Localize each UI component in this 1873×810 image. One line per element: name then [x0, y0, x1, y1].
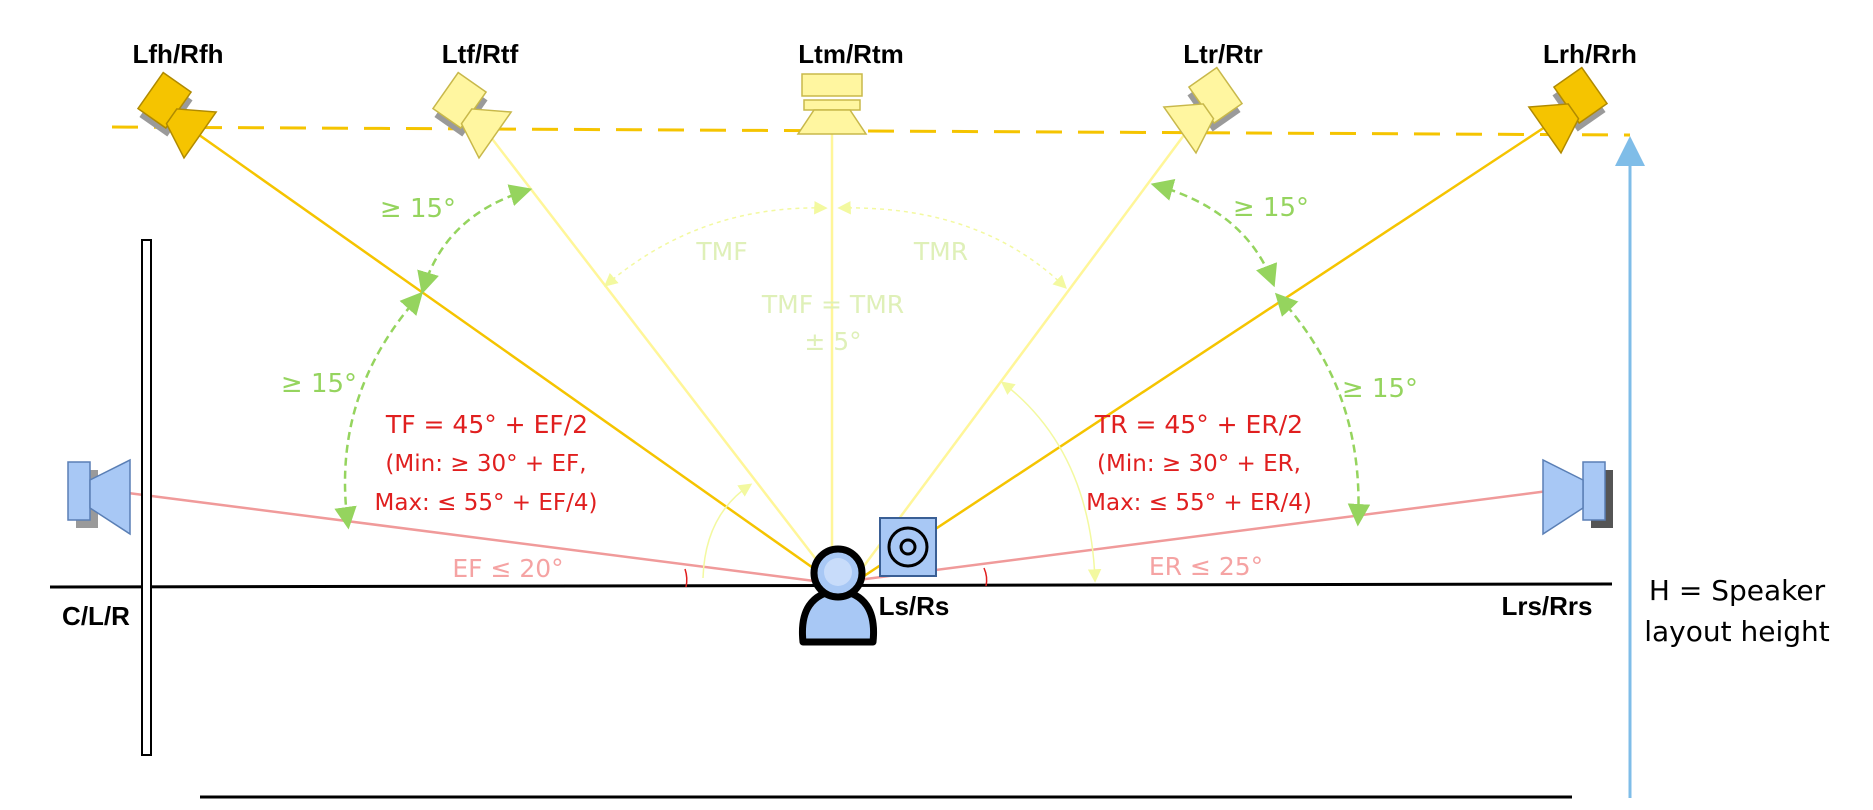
label-min-sep-3: ≥ 15° [1233, 193, 1309, 223]
front-elevation-tick [684, 568, 688, 588]
front-elevation-arc [702, 483, 753, 579]
formula-rear-main: TR = 45° + ER/2 [1094, 410, 1303, 439]
tmr-arc [837, 201, 1067, 289]
label-front: C/L/R [62, 601, 130, 631]
rear-upper-angle-arc [1150, 178, 1278, 288]
formula-front-max: Max: ≤ 55° + EF/4) [375, 490, 598, 516]
rear-ear-line [857, 489, 1549, 582]
label-tmr: TMR [913, 237, 968, 266]
front-speaker-icon[interactable] [67, 458, 131, 536]
label-rear-elevation: ER ≤ 25° [1149, 552, 1263, 581]
rear-elevation-tick [983, 567, 988, 587]
label-rear-height: Lrh/Rrh [1543, 39, 1637, 69]
front-ear-line [127, 491, 831, 585]
label-min-sep-4: ≥ 15° [1342, 374, 1418, 404]
side-speaker-icon[interactable] [879, 517, 937, 577]
label-tmf: TMF [695, 237, 747, 266]
rear-height-line [854, 125, 1546, 584]
front-height-line [184, 123, 834, 584]
label-top-middle: Ltm/Rtm [798, 39, 903, 69]
listener-icon [798, 545, 878, 646]
speaker-height-line [111, 125, 1631, 137]
rear-height-speaker-icon[interactable] [1527, 66, 1615, 155]
label-min-sep-1: ≥ 15° [380, 194, 456, 224]
top-middle-speaker-icon[interactable] [796, 73, 868, 135]
rear-lower-angle-arc [1274, 292, 1371, 527]
front-wall [141, 239, 152, 756]
label-rear-surround: Lrs/Rrs [1501, 591, 1592, 621]
label-top-rear: Ltr/Rtr [1183, 39, 1262, 69]
label-tolerance: ± 5° [804, 327, 861, 356]
height-note-line2: layout height [1644, 615, 1830, 648]
formula-front-main: TF = 45° + EF/2 [385, 410, 588, 439]
top-rear-line [853, 126, 1192, 579]
height-note-line1: H = Speaker [1649, 574, 1826, 607]
top-front-speaker-icon[interactable] [425, 71, 513, 160]
rear-elevation-arc [1000, 381, 1102, 583]
front-lower-angle-arc [334, 291, 424, 530]
top-front-line [482, 126, 833, 581]
label-min-sep-2: ≥ 15° [281, 369, 357, 399]
formula-rear-max: Max: ≤ 55° + ER/4) [1086, 490, 1312, 516]
rear-surround-speaker-icon[interactable] [1542, 458, 1613, 536]
label-tmf-eq-tmr: TMF = TMR [761, 290, 904, 319]
label-top-front: Ltf/Rtf [442, 39, 519, 69]
top-rear-speaker-icon[interactable] [1162, 66, 1250, 155]
formula-rear-min: (Min: ≥ 30° + ER, [1097, 451, 1301, 477]
formula-front-min: (Min: ≥ 30° + EF, [385, 451, 586, 477]
label-side: Ls/Rs [879, 591, 950, 621]
front-upper-angle-arc [417, 184, 533, 295]
label-front-elevation: EF ≤ 20° [452, 554, 563, 583]
label-front-height: Lfh/Rfh [133, 39, 224, 69]
front-height-speaker-icon[interactable] [130, 71, 218, 160]
